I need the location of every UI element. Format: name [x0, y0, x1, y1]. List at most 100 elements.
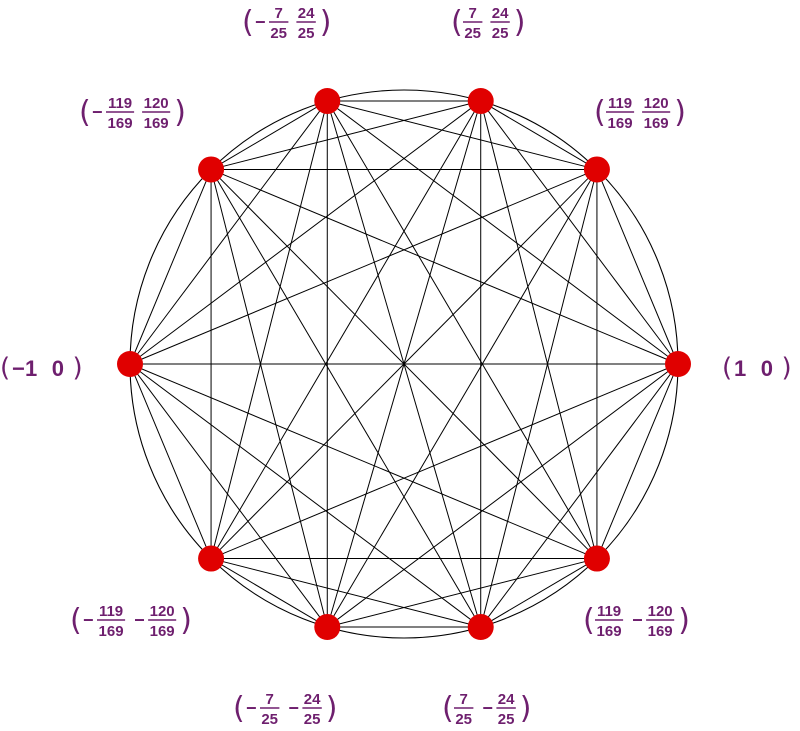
numerator-y: 120: [150, 603, 175, 620]
edge-v3-v9: [326, 100, 598, 559]
paren-close: ): [514, 5, 526, 40]
numerator-x: 119: [597, 603, 621, 620]
denominator-x: 169: [608, 115, 633, 132]
coord-label-v9: (119 169−120 169): [583, 603, 690, 640]
numerator-x: 7: [275, 5, 283, 22]
value-y: 0: [52, 356, 64, 381]
vertex-v8: [467, 614, 494, 641]
value-x: 1: [734, 356, 746, 381]
numerator-y: 120: [648, 603, 673, 620]
numerator-x: 119: [99, 603, 123, 620]
numerator-x: 119: [108, 95, 132, 112]
value-x: 1: [25, 356, 37, 381]
vertex-v4: [198, 156, 225, 183]
vertex-v3: [314, 87, 341, 114]
numerator-x: 7: [460, 691, 468, 708]
edge-v0-v2: [480, 100, 679, 365]
edge-v0-v9: [596, 363, 679, 559]
paren-close: ): [782, 353, 792, 383]
paren-open: (: [451, 5, 463, 40]
denominator-y: 25: [298, 25, 315, 42]
edge-v5-v8: [129, 363, 482, 628]
numerator-y: 24: [304, 691, 321, 708]
sign-y: −: [134, 610, 145, 630]
vertex-v1: [583, 156, 610, 183]
edge-v4-v5: [129, 169, 212, 365]
paren-open: (: [594, 95, 606, 130]
edge-v4-v7: [210, 169, 328, 628]
sign-y: −: [482, 698, 493, 718]
coord-label-v2: (7 25 24 25): [451, 5, 526, 42]
edge-v0-v4: [210, 168, 679, 365]
edge-v1-v2: [480, 100, 598, 170]
sign-x: −: [12, 356, 25, 381]
edge-v1-v8: [480, 169, 598, 628]
denominator-x: 25: [464, 25, 481, 42]
edge-v0-v7: [326, 363, 679, 628]
edge-v0-v1: [596, 169, 679, 365]
edge-v1-v5: [129, 168, 598, 365]
denominator-y: 169: [150, 623, 175, 640]
sign-x: −: [92, 102, 103, 122]
paren-close: ): [73, 353, 83, 383]
paren-close: ): [674, 95, 686, 130]
edge-v0-v8: [480, 363, 679, 628]
edge-v5-v7: [129, 363, 328, 628]
numerator-x: 7: [266, 691, 274, 708]
vertex-v2: [467, 87, 494, 114]
edge-v1-v7: [326, 169, 598, 628]
paren-close: ): [520, 691, 532, 726]
denominator-x: 169: [99, 623, 124, 640]
paren-open: (: [722, 353, 732, 383]
edge-v5-v6: [129, 363, 212, 559]
edge-v5-v9: [129, 363, 598, 560]
sign-y: −: [632, 610, 643, 630]
paren-close: ): [180, 603, 192, 638]
paren-open: (: [0, 353, 10, 383]
sign-x: −: [83, 610, 94, 630]
paren-open: (: [233, 691, 245, 726]
vertex-group: [117, 87, 691, 641]
denominator-y: 25: [498, 711, 515, 728]
numerator-x: 7: [469, 5, 477, 22]
vertex-v7: [314, 614, 341, 641]
denominator-y: 25: [492, 25, 509, 42]
edge-v7-v9: [327, 558, 598, 628]
numerator-y: 120: [644, 95, 669, 112]
paren-open: (: [583, 603, 595, 638]
edge-v4-v9: [210, 169, 598, 559]
paren-close: ): [174, 95, 186, 130]
edge-group: [129, 100, 679, 628]
edge-v3-v6: [210, 100, 328, 559]
denominator-x: 25: [455, 711, 472, 728]
edge-v3-v5: [129, 100, 328, 365]
denominator-y: 169: [648, 623, 673, 640]
edge-v0-v3: [326, 100, 679, 365]
vertex-v5: [117, 351, 143, 377]
value-y: 0: [761, 356, 773, 381]
vertex-v6: [198, 545, 225, 572]
paren-close: ): [678, 603, 690, 638]
numerator-y: 24: [492, 5, 509, 22]
sign-x: −: [255, 12, 266, 32]
denominator-x: 25: [270, 25, 287, 42]
denominator-y: 169: [644, 115, 669, 132]
edge-v0-v6: [210, 363, 679, 560]
denominator-y: 169: [144, 115, 169, 132]
paren-open: (: [242, 5, 254, 40]
paren-close: ): [326, 691, 338, 726]
denominator-x: 169: [597, 623, 622, 640]
paren-open: (: [442, 691, 454, 726]
edge-v2-v4: [210, 100, 481, 170]
edge-v6-v7: [210, 558, 328, 628]
edge-v8-v9: [480, 558, 598, 628]
edge-v1-v3: [327, 100, 598, 170]
